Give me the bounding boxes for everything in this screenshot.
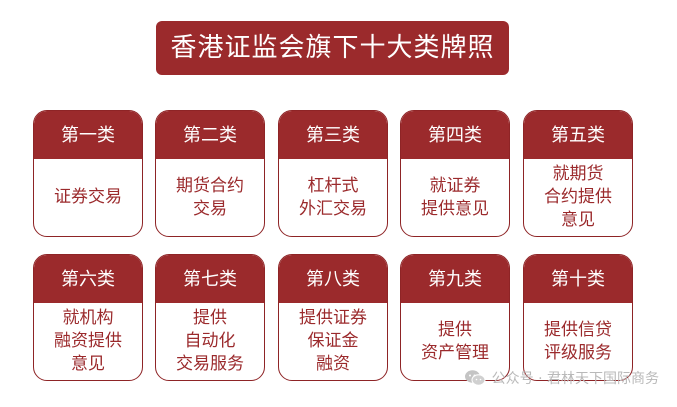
license-card-text: 提供 自动化 交易服务 <box>176 308 244 374</box>
license-card-header: 第一类 <box>34 111 142 159</box>
license-card-text: 提供 资产管理 <box>421 319 489 363</box>
license-card-8: 第八类 提供证券 保证金 融资 <box>278 254 388 381</box>
license-card-text: 证券交易 <box>54 187 122 207</box>
license-card-body: 就机构 融资提供 意见 <box>34 303 142 380</box>
license-card-body: 提供证券 保证金 融资 <box>279 303 387 380</box>
license-card-body: 期货合约 交易 <box>156 159 264 236</box>
license-card-text: 期货合约 交易 <box>176 175 244 219</box>
license-card-body: 提供 资产管理 <box>401 303 509 380</box>
wechat-icon <box>464 370 486 386</box>
license-card-text: 就期货 合约提供 意见 <box>544 164 612 230</box>
license-card-header: 第五类 <box>524 111 632 159</box>
license-card-10: 第十类 提供信贷 评级服务 <box>523 254 633 381</box>
license-card-text: 提供信贷 评级服务 <box>544 319 612 363</box>
license-card-header: 第六类 <box>34 255 142 303</box>
license-card-body: 提供信贷 评级服务 <box>524 303 632 380</box>
license-card-header: 第九类 <box>401 255 509 303</box>
license-card-2: 第二类 期货合约 交易 <box>155 110 265 237</box>
license-card-body: 证券交易 <box>34 159 142 236</box>
license-card-body: 就期货 合约提供 意见 <box>524 159 632 236</box>
license-card-4: 第四类 就证券 提供意见 <box>400 110 510 237</box>
license-card-9: 第九类 提供 资产管理 <box>400 254 510 381</box>
license-card-header: 第十类 <box>524 255 632 303</box>
license-card-7: 第七类 提供 自动化 交易服务 <box>155 254 265 381</box>
license-card-3: 第三类 杠杆式 外汇交易 <box>278 110 388 237</box>
license-card-header: 第三类 <box>279 111 387 159</box>
license-card-6: 第六类 就机构 融资提供 意见 <box>33 254 143 381</box>
license-card-1: 第一类 证券交易 <box>33 110 143 237</box>
license-card-text: 提供证券 保证金 融资 <box>299 308 367 374</box>
page-title: 香港证监会旗下十大类牌照 <box>156 21 509 75</box>
license-card-text: 就机构 融资提供 意见 <box>54 308 122 374</box>
license-card-5: 第五类 就期货 合约提供 意见 <box>523 110 633 237</box>
watermark: 公众号 · 君林天下国际商务 <box>464 368 659 388</box>
license-card-header: 第七类 <box>156 255 264 303</box>
watermark-text: 公众号 · 君林天下国际商务 <box>491 371 659 387</box>
license-card-header: 第八类 <box>279 255 387 303</box>
license-card-body: 就证券 提供意见 <box>401 159 509 236</box>
license-card-body: 杠杆式 外汇交易 <box>279 159 387 236</box>
license-card-text: 就证券 提供意见 <box>421 175 489 219</box>
license-card-header: 第四类 <box>401 111 509 159</box>
license-card-text: 杠杆式 外汇交易 <box>299 175 367 219</box>
license-card-header: 第二类 <box>156 111 264 159</box>
license-card-body: 提供 自动化 交易服务 <box>156 303 264 380</box>
